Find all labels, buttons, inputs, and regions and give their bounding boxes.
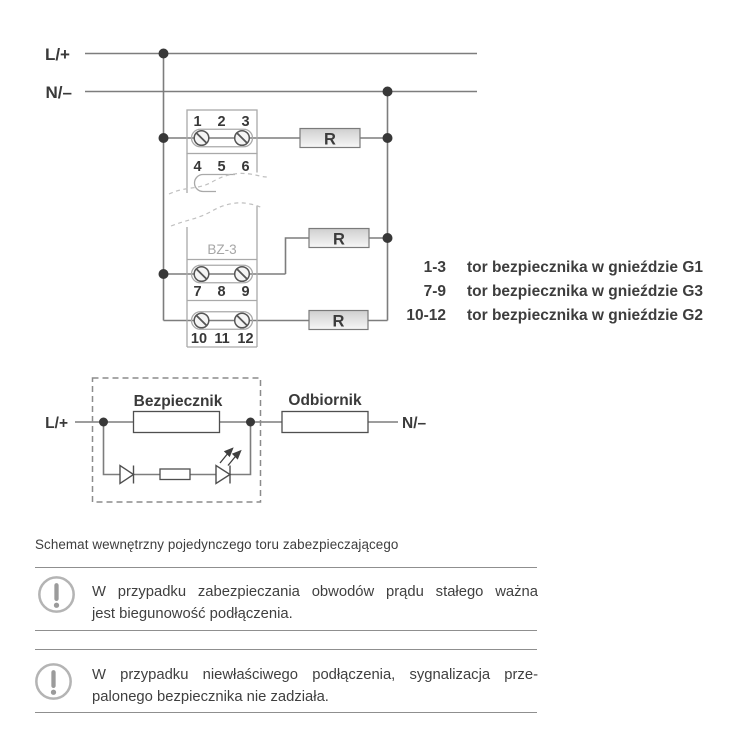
load-label: Odbiornik <box>288 392 362 409</box>
resistor-r3: R <box>308 309 369 331</box>
supply-label-live: L/+ <box>45 415 68 432</box>
terminal-number: 2 <box>217 114 225 130</box>
terminal-number: 10 <box>191 331 207 347</box>
fuse-label: Bezpiecznik <box>134 393 223 410</box>
terminal-number: 9 <box>241 284 249 300</box>
warning-note: W przypadku niewłaściwego podłączenia, s… <box>92 664 538 709</box>
legend-range: 7-9 <box>423 282 446 300</box>
screw-icon <box>233 312 251 329</box>
diode-icon <box>119 464 135 485</box>
warning-note: W przypadku zabezpieczania obwodów prądu… <box>92 581 538 626</box>
broken-screw-outline <box>193 173 235 193</box>
legend-description: tor bezpiecznika w gnieździe G2 <box>467 306 703 324</box>
resistors: R R R <box>299 127 370 331</box>
terminal-number: 1 <box>193 114 201 130</box>
module-outline <box>186 109 258 348</box>
resistor-icon <box>159 468 191 481</box>
divider <box>35 712 537 713</box>
terminal-number: 7 <box>193 284 201 300</box>
junction-dots <box>158 48 393 279</box>
divider <box>35 630 537 631</box>
terminal-number: 3 <box>241 114 249 130</box>
terminal-number: 4 <box>193 159 201 175</box>
resistor-label: R <box>324 131 336 149</box>
terminal-number: 6 <box>241 159 249 175</box>
legend-row: 10-12 tor bezpiecznika w gnieździe G2 <box>388 304 703 328</box>
resistor-r1: R <box>299 127 361 149</box>
divider <box>35 649 537 650</box>
led-icon <box>215 447 242 485</box>
terminal-stadiums <box>190 128 254 330</box>
screw-icon <box>233 265 251 283</box>
note-line: W przypadku zabezpieczania obwodów prądu… <box>92 584 538 600</box>
top-wiring-diagram: L/+ N/– <box>45 45 477 348</box>
supply-label-live: L/+ <box>45 45 70 64</box>
module-break-squiggles <box>168 172 268 227</box>
legend-range: 10-12 <box>406 306 446 324</box>
internal-circuit-diagram: Bezpiecznik Odbiornik <box>45 377 427 503</box>
terminal-legend: 1-3 tor bezpiecznika w gnieździe G1 7-9 … <box>388 256 703 327</box>
exclamation-icon <box>35 663 72 700</box>
exclamation-icon <box>38 576 75 613</box>
legend-description: tor bezpiecznika w gnieździe G3 <box>467 282 703 300</box>
legend-range: 1-3 <box>423 259 446 276</box>
screw-icon <box>233 129 251 147</box>
legend-row: 7-9 tor bezpiecznika w gnieździe G3 <box>388 280 703 304</box>
screw-icon <box>193 265 210 283</box>
fuse-symbol <box>132 410 221 434</box>
resistor-r2: R <box>308 227 370 249</box>
terminal-numbers: 1 2 3 4 5 6 7 8 9 10 11 12 <box>191 114 254 347</box>
terminal-number: 5 <box>217 159 225 175</box>
legend-description: tor bezpiecznika w gnieździe G1 <box>467 259 703 276</box>
terminal-screws <box>193 129 251 329</box>
note-line: jest biegunowość podłączenia. <box>92 606 293 623</box>
junction-dots <box>99 417 255 427</box>
note-line: palonego bezpiecznika nie zadziała. <box>92 689 329 706</box>
terminal-number: 8 <box>217 284 225 300</box>
divider <box>35 567 537 568</box>
screw-icon <box>193 129 210 147</box>
load-symbol <box>281 410 369 434</box>
led-arrows <box>219 447 242 466</box>
dashed-enclosure <box>91 377 262 503</box>
resistor-label: R <box>333 231 345 249</box>
terminal-number: 12 <box>237 331 253 347</box>
supply-label-neutral: N/– <box>402 415 427 432</box>
module-name-label: BZ-3 <box>207 242 236 257</box>
diagram-caption: Schemat wewnętrzny pojedynczego toru zab… <box>35 537 399 552</box>
terminal-number: 11 <box>214 331 229 347</box>
legend-row: 1-3 tor bezpiecznika w gnieździe G1 <box>388 256 703 280</box>
supply-label-neutral: N/– <box>46 83 72 102</box>
note-line: W przypadku niewłaściwego podłączenia, s… <box>92 667 538 683</box>
screw-icon <box>193 312 210 329</box>
resistor-label: R <box>333 313 345 331</box>
